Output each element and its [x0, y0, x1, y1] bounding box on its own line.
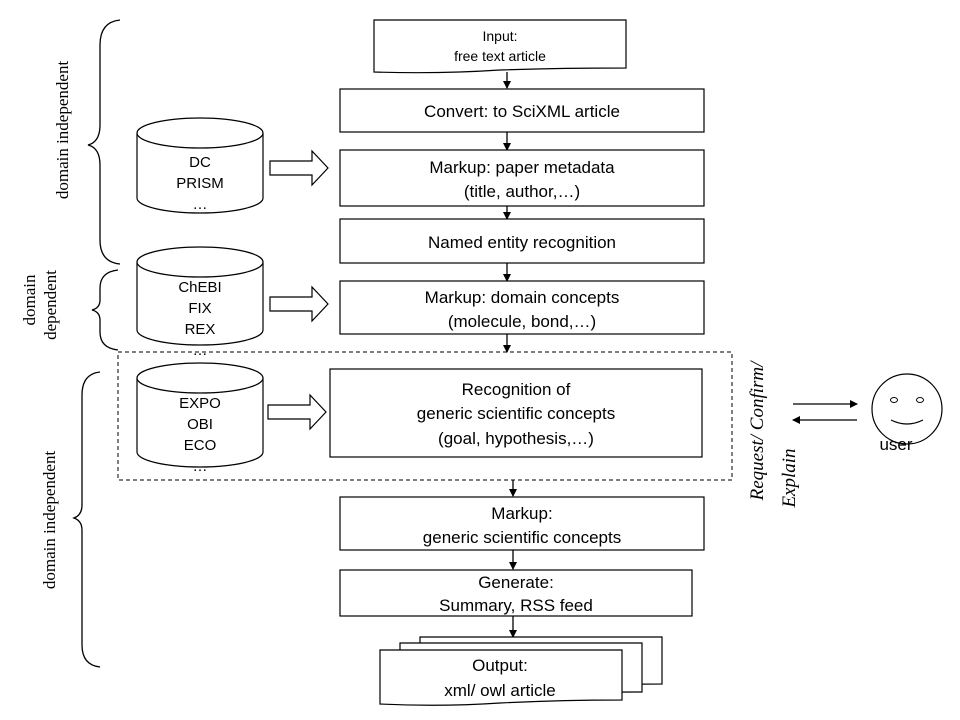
- recognition-line3: (goal, hypothesis,…): [438, 429, 594, 448]
- label-domain-dependent-line2: dependent: [41, 270, 60, 340]
- metadata-db-line2: PRISM: [176, 175, 224, 192]
- label-domain-dependent-line1: domain: [20, 274, 39, 325]
- generate-box: [339, 569, 693, 617]
- input-line1: Input:: [482, 28, 517, 44]
- ner-label: Named entity recognition: [428, 233, 616, 252]
- convert-label: Convert: to SciXML article: [424, 102, 620, 121]
- generic-db-cylinder: [136, 362, 264, 468]
- brace-domain-independent-bottom: [72, 371, 101, 668]
- block-arrow-domain: [269, 285, 329, 323]
- recognition-box: [329, 368, 703, 458]
- generate-line1: Generate:: [478, 573, 554, 592]
- ner-box: [339, 218, 705, 264]
- generic-db-line3: ECO: [184, 437, 217, 454]
- domain-db-line4: …: [193, 342, 208, 359]
- label-domain-independent-top: domain independent: [53, 61, 72, 200]
- metadata-db-cylinder: [136, 117, 264, 214]
- interaction-line1: Request/ Confirm/: [747, 360, 768, 502]
- generic-db-line4: …: [193, 458, 208, 475]
- metadata-db-line1: DC: [189, 154, 211, 171]
- block-arrow-metadata: [269, 149, 329, 187]
- markup-domain-box: [339, 280, 705, 335]
- label-domain-independent-bottom: domain independent: [40, 451, 59, 590]
- generate-line2: Summary, RSS feed: [439, 596, 593, 615]
- input-document: [373, 19, 627, 74]
- markup-metadata-box: [339, 149, 705, 207]
- output-document-front: [379, 649, 623, 706]
- generic-db-line1: EXPO: [179, 395, 221, 412]
- markup-domain-line1: Markup: domain concepts: [425, 288, 620, 307]
- user-smiley-icon: [871, 373, 943, 445]
- markup-metadata-line2: (title, author,…): [464, 182, 580, 201]
- block-arrow-generic: [267, 393, 327, 431]
- metadata-db-line3: …: [193, 196, 208, 213]
- recognition-line2: generic scientific concepts: [417, 404, 615, 423]
- markup-metadata-line1: Markup: paper metadata: [429, 158, 615, 177]
- input-line2: free text article: [454, 48, 546, 64]
- convert-box: [339, 88, 705, 133]
- domain-db-line1: ChEBI: [178, 279, 221, 296]
- domain-db-line3: REX: [185, 321, 216, 338]
- output-line2: xml/ owl article: [444, 681, 555, 700]
- interaction-line2: Explain: [779, 448, 800, 508]
- domain-db-line2: FIX: [188, 300, 211, 317]
- markup-generic-box: [339, 496, 705, 551]
- markup-generic-line1: Markup:: [491, 504, 552, 523]
- user-label: user: [879, 435, 912, 454]
- output-line1: Output:: [472, 656, 528, 675]
- markup-generic-line2: generic scientific concepts: [423, 528, 621, 547]
- brace-domain-dependent: [91, 269, 119, 351]
- generic-db-line2: OBI: [187, 416, 213, 433]
- recognition-line1: Recognition of: [462, 380, 571, 399]
- brace-domain-independent-top: [87, 19, 121, 265]
- markup-domain-line2: (molecule, bond,…): [448, 312, 596, 331]
- domain-db-cylinder: [136, 246, 264, 346]
